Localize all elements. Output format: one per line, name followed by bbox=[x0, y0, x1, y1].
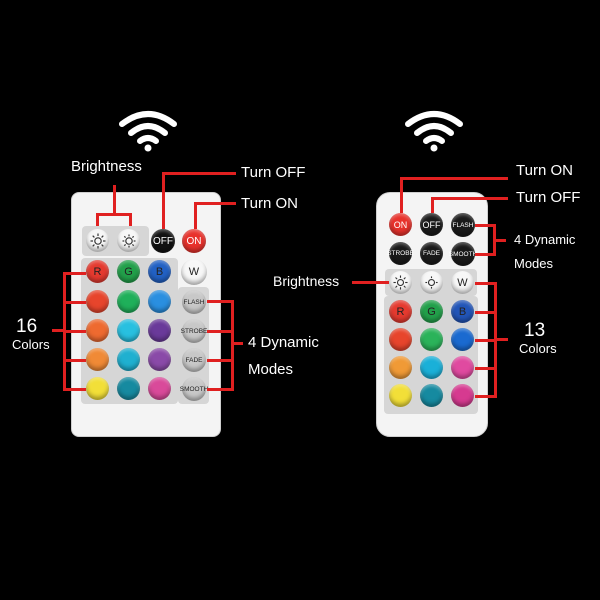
right-modes-label: Modes bbox=[514, 256, 554, 271]
right-color-button[interactable] bbox=[451, 356, 474, 379]
left-flash-button[interactable]: FLASH bbox=[182, 290, 206, 314]
right-dynamic-label: 4 Dynamic bbox=[514, 232, 576, 247]
right-off-button[interactable]: OFF bbox=[420, 213, 443, 236]
left-color-button[interactable] bbox=[148, 290, 171, 313]
left-colors-label: Colors bbox=[12, 337, 50, 352]
left-color-button[interactable] bbox=[86, 348, 109, 371]
left-green-button[interactable]: G bbox=[117, 260, 140, 283]
left-color-button[interactable] bbox=[148, 319, 171, 342]
left-turn-off-line-stem bbox=[162, 172, 165, 229]
right-colors-label: Colors bbox=[519, 341, 557, 356]
wifi-icon-left bbox=[119, 111, 177, 152]
left-turn-on-label: Turn ON bbox=[241, 195, 298, 212]
left-smooth-button[interactable]: SMOOTH bbox=[180, 377, 208, 401]
right-modes-bracket-pointer bbox=[494, 239, 506, 242]
right-turn-on-line bbox=[400, 177, 508, 180]
left-on-button[interactable]: ON bbox=[182, 229, 206, 253]
left-color-button[interactable] bbox=[148, 377, 171, 400]
left-turn-off-label: Turn OFF bbox=[241, 164, 306, 181]
left-dynamic-label: 4 Dynamic bbox=[248, 334, 319, 351]
left-color-button[interactable] bbox=[86, 377, 109, 400]
right-modes-bracket-tick bbox=[475, 253, 496, 256]
left-brightness-bracket-leg bbox=[129, 213, 132, 226]
right-turn-off-line-stem bbox=[431, 197, 434, 213]
brightness-up-button[interactable] bbox=[86, 229, 109, 252]
left-brightness-label: Brightness bbox=[71, 158, 142, 175]
left-fade-button[interactable]: FADE bbox=[182, 348, 206, 372]
left-off-button[interactable]: OFF bbox=[151, 229, 175, 253]
right-colors-bracket-tick bbox=[475, 367, 497, 370]
left-color-button[interactable] bbox=[117, 319, 140, 342]
right-colors-count-label: 13 bbox=[524, 320, 546, 341]
left-color-button[interactable] bbox=[86, 319, 109, 342]
right-turn-off-label: Turn OFF bbox=[516, 189, 581, 206]
left-strobe-button[interactable]: STROBE bbox=[181, 319, 207, 343]
right-brightness-down-button[interactable] bbox=[420, 271, 443, 294]
sun-icon bbox=[393, 275, 408, 290]
left-modes-bracket-tick bbox=[207, 300, 234, 303]
left-color-button[interactable] bbox=[117, 290, 140, 313]
right-turn-off-line bbox=[431, 197, 508, 200]
left-color-button[interactable] bbox=[148, 348, 171, 371]
right-brightness-label: Brightness bbox=[273, 273, 340, 289]
right-color-button[interactable] bbox=[420, 356, 443, 379]
left-colors-bracket-tick bbox=[63, 330, 86, 333]
right-modes-bracket-tick bbox=[475, 224, 496, 227]
right-colors-bracket-tick bbox=[475, 339, 497, 342]
left-modes-bracket-tick bbox=[207, 359, 234, 362]
left-color-button[interactable] bbox=[117, 377, 140, 400]
left-turn-off-line bbox=[162, 172, 236, 175]
left-modes-bracket-pointer bbox=[233, 342, 243, 345]
right-turn-on-label: Turn ON bbox=[516, 162, 573, 179]
right-brightness-line bbox=[352, 281, 389, 284]
right-color-button[interactable] bbox=[389, 328, 412, 351]
right-green-button[interactable]: G bbox=[420, 300, 443, 323]
left-colors-count-label: 16 bbox=[16, 316, 38, 337]
right-color-button[interactable] bbox=[389, 384, 412, 407]
brightness-down-button[interactable] bbox=[117, 229, 140, 252]
right-colors-bracket-pointer bbox=[496, 338, 508, 341]
left-modes-label: Modes bbox=[248, 361, 294, 378]
right-color-button[interactable] bbox=[389, 356, 412, 379]
sun-icon bbox=[90, 233, 105, 248]
right-white-button[interactable]: W bbox=[451, 271, 474, 294]
right-color-button[interactable] bbox=[451, 384, 474, 407]
right-on-button[interactable]: ON bbox=[389, 213, 412, 236]
left-brightness-bracket-stem bbox=[113, 185, 116, 215]
right-colors-bracket-tick bbox=[475, 282, 497, 285]
right-colors-bracket-tick bbox=[475, 395, 497, 398]
right-colors-bracket-tick bbox=[475, 311, 497, 314]
left-colors-bracket-pointer bbox=[52, 329, 64, 332]
left-modes-bracket-tick bbox=[207, 388, 234, 391]
left-turn-on-line bbox=[194, 202, 236, 205]
sun-dim-icon bbox=[425, 276, 438, 289]
right-flash-button[interactable]: FLASH bbox=[451, 213, 475, 237]
left-color-button[interactable] bbox=[86, 290, 109, 313]
left-brightness-bracket-leg bbox=[96, 213, 99, 226]
left-colors-bracket-tick bbox=[63, 272, 86, 275]
left-red-button[interactable]: R bbox=[86, 260, 109, 283]
right-color-button[interactable] bbox=[420, 328, 443, 351]
right-red-button[interactable]: R bbox=[389, 300, 412, 323]
left-colors-bracket-tick bbox=[63, 388, 86, 391]
right-color-button[interactable] bbox=[420, 384, 443, 407]
wifi-icon-right bbox=[405, 111, 463, 152]
left-turn-on-line-stem bbox=[194, 202, 197, 229]
right-turn-on-line-stem bbox=[400, 177, 403, 213]
left-color-button[interactable] bbox=[117, 348, 140, 371]
left-blue-button[interactable]: B bbox=[148, 260, 171, 283]
left-modes-bracket-tick bbox=[207, 330, 234, 333]
left-white-button[interactable]: W bbox=[181, 259, 207, 285]
right-brightness-up-button[interactable] bbox=[389, 271, 412, 294]
right-strobe-button[interactable]: STROBE bbox=[387, 242, 414, 265]
left-colors-bracket-tick bbox=[63, 301, 86, 304]
sun-dim-icon bbox=[122, 234, 135, 247]
right-fade-button[interactable]: FADE bbox=[420, 242, 443, 265]
right-smooth-button[interactable]: SMOOTH bbox=[449, 242, 477, 266]
right-blue-button[interactable]: B bbox=[451, 300, 474, 323]
right-color-button[interactable] bbox=[451, 328, 474, 351]
left-modes-bracket-spine bbox=[231, 300, 234, 390]
left-colors-bracket-tick bbox=[63, 359, 86, 362]
